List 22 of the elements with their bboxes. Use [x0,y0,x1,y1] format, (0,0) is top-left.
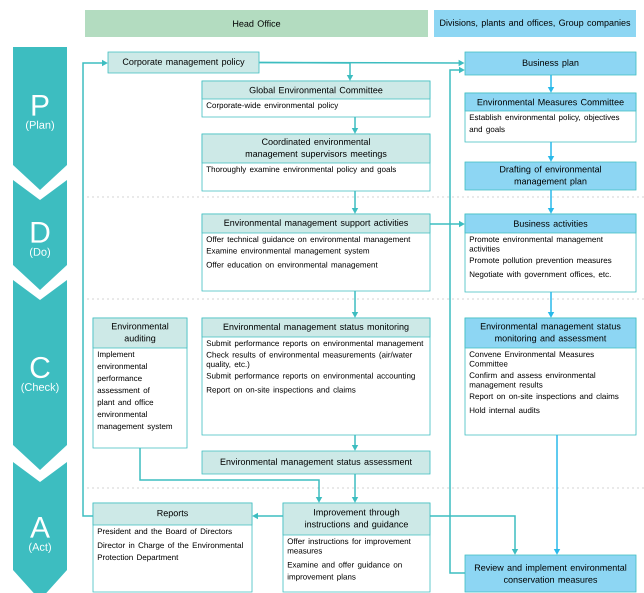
committee-box: Environmental Measures Committee Establish environmental policy, objectives and goals [464,92,636,142]
phase-banner: C (Check) [13,280,67,470]
phase-banner: D (Do) [13,180,67,290]
monitoring-box: Environmental management status monitoring Submit performance reports on environmental management Check results of environmental measurements (air/water quality, etc.) Submit performance reports on environmental accounting Report on on-site inspections and claims [202,318,430,436]
review-box: Review and implement environmental conservation measures [464,554,636,592]
arrow [449,66,465,574]
meeting-box: Coordinated environmental management supervisors meetings Thoroughly examine environmental policy and goals [202,134,430,192]
plan-box: Business plan [464,52,636,76]
phase-banner: P (Plan) [13,47,67,190]
column-header: Divisions, plants and offices, Group companies [434,10,636,37]
plan-box: Drafting of environmental management plan [464,162,636,190]
policy-box: Corporate management policy [108,52,260,74]
monitoring-box: Environmental management status monitoring and assessment Convene Environmental Measures Committee Confirm and assess environmental management results Report on on-site inspections and claims Hold internal audits [464,318,636,436]
auditing-box: Environmental auditing Implement environmental performance assessment of plant and office environmental management system [92,318,188,448]
reports-box: Reports President and the Board of Directors Director in Charge of the Environmental Protection Department [92,502,252,592]
column-header: Head Office [85,10,428,37]
assessment-box: Environmental management status assessment [202,450,430,474]
activity-box: Environmental management support activities Offer technical guidance on environmental management Examine environmental management system Offer education on environmental management [202,214,430,292]
improvement-box: Improvement through instructions and guidance Offer instructions for improvement measures Examine and offer guidance on improvement plans [282,502,430,592]
committee-box: Global Environmental Committee Corporate-wide environmental policy [202,80,430,118]
activity-box: Business activities Promote environmental management activities Promote pollution prevention measures Negotiate with government offices, etc. [464,214,636,292]
phase-banner: A (Act) [13,462,67,593]
